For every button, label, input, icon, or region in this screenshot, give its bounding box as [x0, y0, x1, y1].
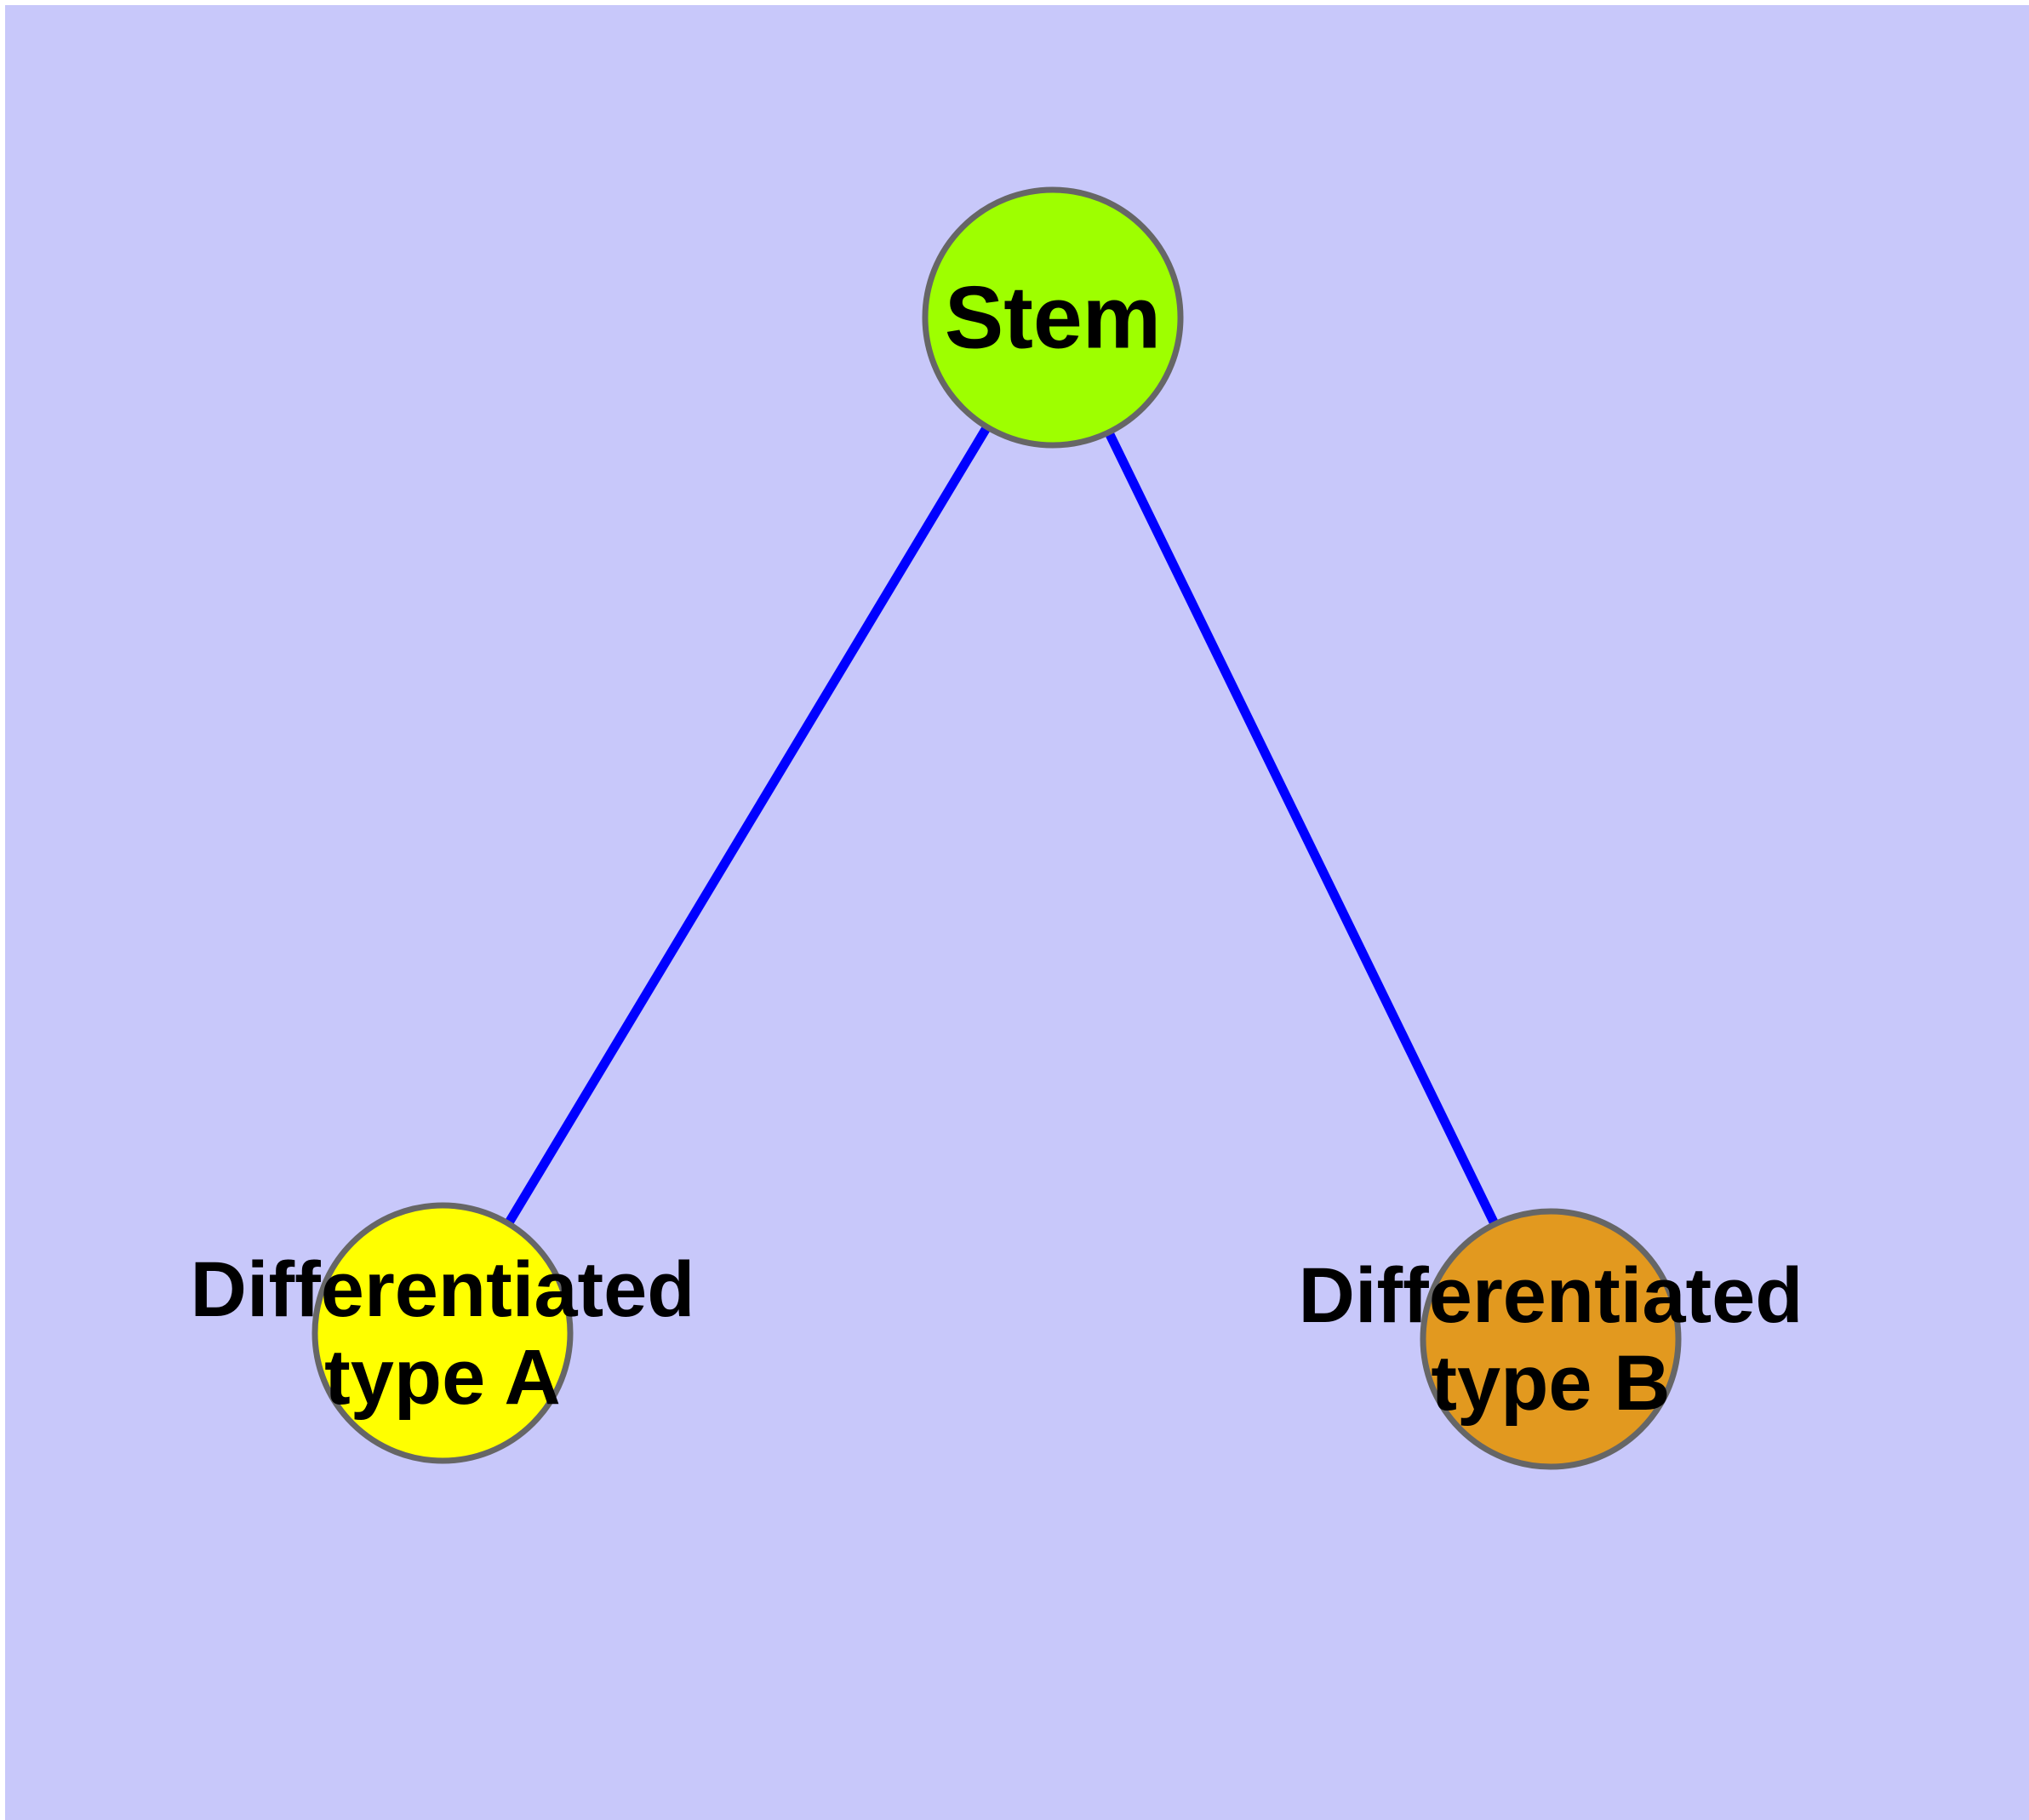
edges-group — [505, 426, 1499, 1225]
node-stem[interactable] — [922, 186, 1184, 449]
edge-stem-to-differentiated-type-b[interactable] — [1105, 432, 1499, 1225]
node-differentiated-type-a[interactable] — [311, 1202, 574, 1464]
node-label-stem: Stem — [945, 268, 1161, 367]
edge-stem-to-differentiated-type-a[interactable] — [505, 426, 991, 1225]
nodes-group — [311, 186, 1682, 1470]
node-differentiated-type-b[interactable] — [1420, 1208, 1682, 1470]
